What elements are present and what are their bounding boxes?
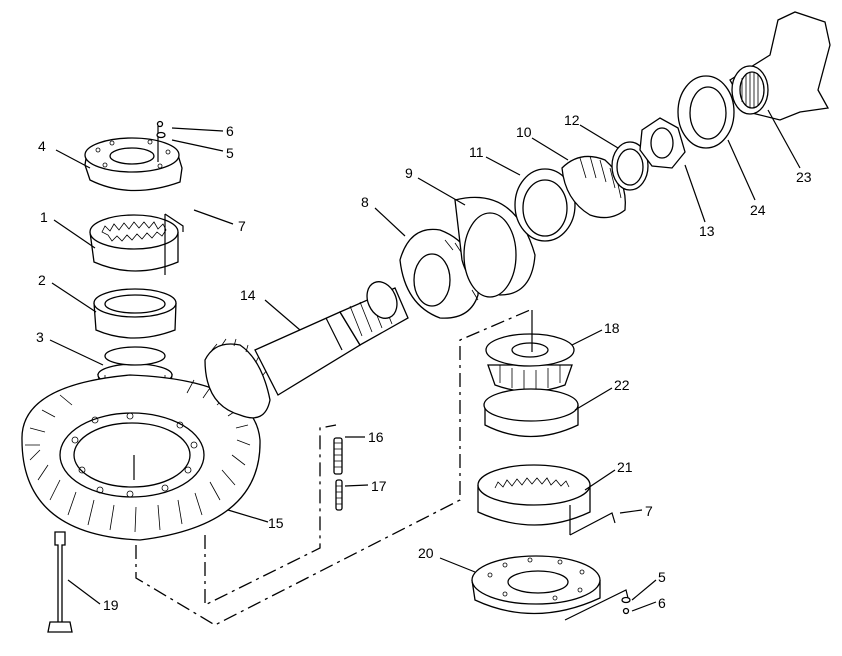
callout-18: 18 xyxy=(604,320,620,336)
part-24-seal xyxy=(677,75,735,149)
part-23-yoke xyxy=(729,11,831,121)
callout-labels: 4 1 2 3 6 5 7 15 19 14 16 17 8 9 11 10 1… xyxy=(36,112,812,613)
part-9-bearing-cup xyxy=(454,196,536,298)
callout-23: 23 xyxy=(796,169,812,185)
callout-9: 9 xyxy=(405,165,413,181)
callout-14: 14 xyxy=(240,287,256,303)
callout-6-lower: 6 xyxy=(658,595,666,611)
part-12-spacer xyxy=(611,141,649,191)
part-5-6-upper-fasteners xyxy=(156,120,166,139)
callout-8: 8 xyxy=(361,194,369,210)
callout-5-lower: 5 xyxy=(658,569,666,585)
callout-7-upper: 7 xyxy=(238,218,246,234)
part-8-cone-bearing xyxy=(399,228,480,319)
part-19-bolt xyxy=(47,531,73,633)
callout-19: 19 xyxy=(103,597,119,613)
callout-2: 2 xyxy=(38,272,46,288)
callout-15: 15 xyxy=(268,515,284,531)
callout-13: 13 xyxy=(699,223,715,239)
part-14-pinion-shaft xyxy=(204,281,409,419)
callout-1: 1 xyxy=(40,209,48,225)
callout-6-upper: 6 xyxy=(226,123,234,139)
part-13-nut xyxy=(639,117,686,169)
callout-7-lower: 7 xyxy=(645,503,653,519)
assembly-centerlines xyxy=(135,309,531,626)
part-2-bearing-cup xyxy=(93,288,177,339)
part-17-pin xyxy=(335,479,343,511)
part-11-spacer-ring xyxy=(514,168,576,242)
callout-4: 4 xyxy=(38,138,46,154)
callout-5-upper: 5 xyxy=(226,145,234,161)
callout-20: 20 xyxy=(418,545,434,561)
part-18-cone-bearing xyxy=(485,310,575,393)
callout-12: 12 xyxy=(564,112,580,128)
callout-10: 10 xyxy=(516,124,532,140)
part-16-spring xyxy=(333,437,343,475)
leader-lines xyxy=(49,109,801,612)
callout-24: 24 xyxy=(750,202,766,218)
part-15-ring-gear xyxy=(21,374,261,541)
part-5-6-lower-fasteners xyxy=(621,596,631,615)
callout-22: 22 xyxy=(614,377,630,393)
callout-17: 17 xyxy=(371,478,387,494)
callout-11: 11 xyxy=(469,144,484,160)
part-1-gear-ring xyxy=(89,213,184,275)
callout-21: 21 xyxy=(617,459,633,475)
callout-3: 3 xyxy=(36,329,44,345)
part-21-gear-ring xyxy=(477,464,616,536)
part-4-adjuster-plate xyxy=(84,126,183,192)
part-10-cone-bearing xyxy=(561,155,626,219)
part-22-bearing-cup xyxy=(483,388,579,438)
callout-16: 16 xyxy=(368,429,384,445)
part-20-adjuster-plate xyxy=(471,555,629,621)
